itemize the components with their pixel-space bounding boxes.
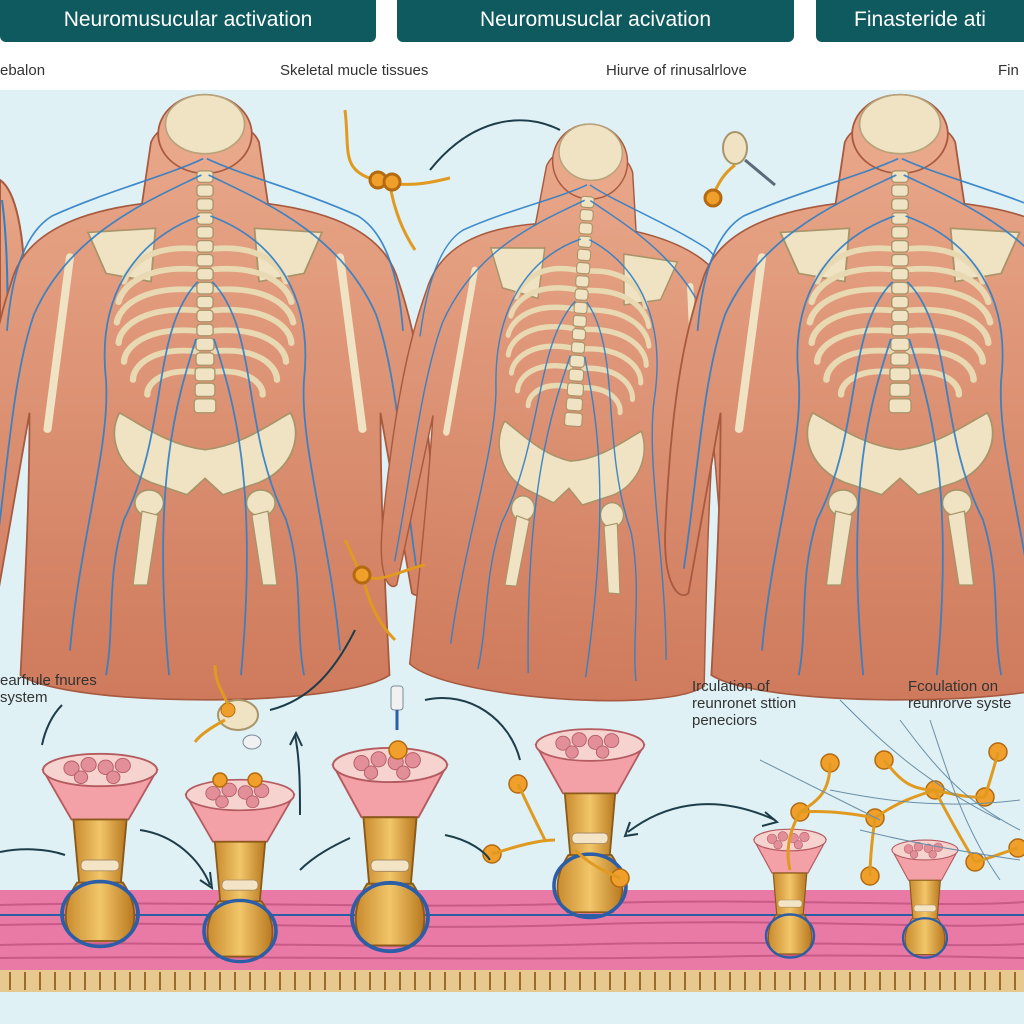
label-bottom-right-line2: reunrorve syste	[908, 695, 1012, 712]
probe-2	[193, 664, 262, 750]
label-bottom-middle-line1: Irculation of	[692, 678, 770, 695]
arrow-upper	[429, 119, 561, 171]
panel-title-1: Neuromusucular activation	[0, 0, 376, 42]
label-bottom-middle-line2: reunronet sttion	[692, 695, 797, 712]
muscle-fiber-band	[0, 890, 1024, 992]
edge-caption: ebalon	[0, 62, 46, 79]
label-bottom-middle-line3: peneciors	[692, 712, 758, 729]
label-bottom-left-line2: system	[0, 689, 48, 706]
panel-caption-3: Fin	[998, 62, 1019, 79]
neuron-upper-1	[343, 109, 451, 251]
label-bottom-left-line1: earfrule fnures	[0, 672, 97, 689]
figure-panel-1	[0, 95, 435, 700]
panel-title-2: Neuromusuclar acivation	[397, 0, 794, 42]
label-bottom-right: Fcoulation on reunrorve syste	[908, 678, 1024, 712]
probe-1	[390, 685, 404, 730]
panel-title-3: Finasteride ati	[816, 0, 1024, 42]
flow-arrows	[0, 697, 780, 891]
neuron-upper-2	[703, 131, 776, 208]
fine-nerve-network	[759, 699, 1021, 881]
junction-4	[534, 727, 646, 920]
label-bottom-left: earfrule fnures system	[0, 672, 120, 706]
nerve-branches	[491, 751, 1019, 880]
label-bottom-middle: Irculation of reunronet sttion peneciors	[692, 678, 852, 729]
neuron-middle	[343, 539, 426, 642]
panel-caption-1: Skeletal mucle tissues	[280, 62, 429, 79]
label-bottom-right-line1: Fcoulation on	[908, 678, 999, 695]
arrow-middle	[269, 629, 356, 711]
panel-caption-2: Hiurve of rinusalrlove	[606, 62, 747, 79]
